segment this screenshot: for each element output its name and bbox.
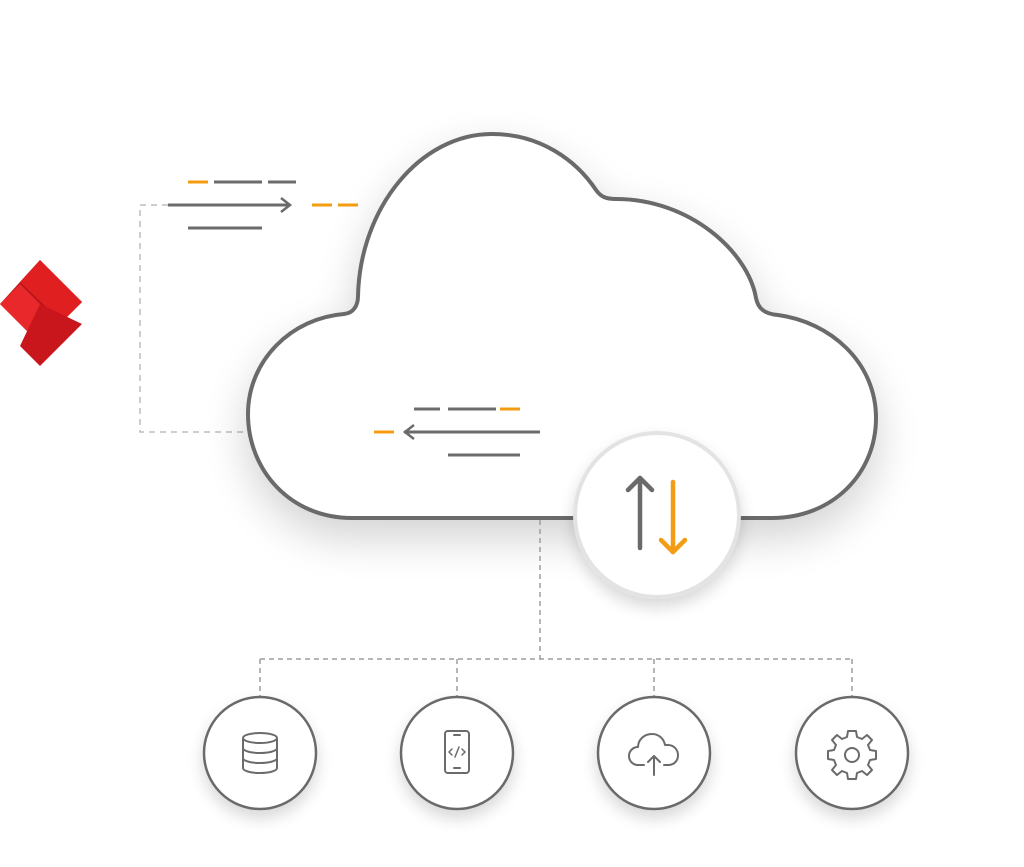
down-arrow [658,479,688,555]
up-arrow [625,475,655,551]
cloud-outline [246,132,878,520]
sync-arrows-icon [573,431,741,599]
red-chevron-logo [0,260,82,366]
service-settings [794,695,910,811]
flow-inbound [374,407,540,457]
gear-icon [827,730,877,780]
service-connectors [259,520,853,696]
flow-outbound [168,180,358,230]
service-cloud-upload [596,695,712,811]
database-icon [242,732,278,775]
cloud-upload-icon [628,733,679,776]
mobile-code-icon [444,730,470,774]
left-arrow [402,424,415,440]
left-connector [139,204,372,433]
right-arrow [280,197,293,213]
service-database [202,695,318,811]
service-mobile-code [399,695,515,811]
